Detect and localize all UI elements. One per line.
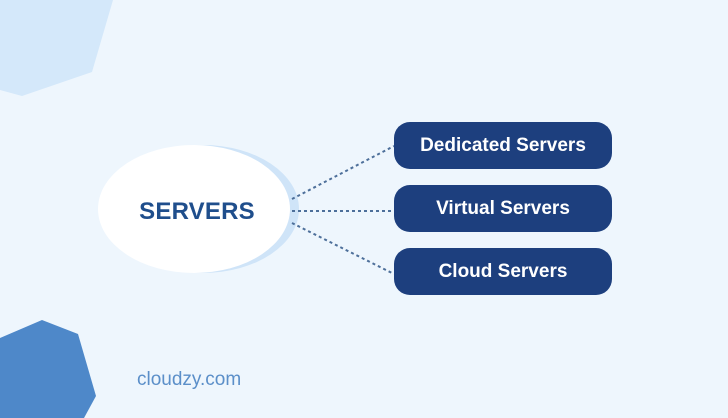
node-virtual-servers: Virtual Servers: [394, 185, 612, 232]
decorative-blob-top-left: [0, 0, 113, 96]
footer-site-link[interactable]: cloudzy.com: [137, 369, 242, 390]
hub-ellipse: [98, 145, 290, 273]
decorative-blob-bottom-left: [0, 320, 96, 418]
hub-label: SERVERS: [139, 198, 255, 225]
connector-dedicated: [291, 145, 395, 200]
connector-cloud: [291, 222, 395, 275]
node-dedicated-servers: Dedicated Servers: [394, 122, 612, 169]
node-cloud-servers: Cloud Servers: [394, 248, 612, 295]
